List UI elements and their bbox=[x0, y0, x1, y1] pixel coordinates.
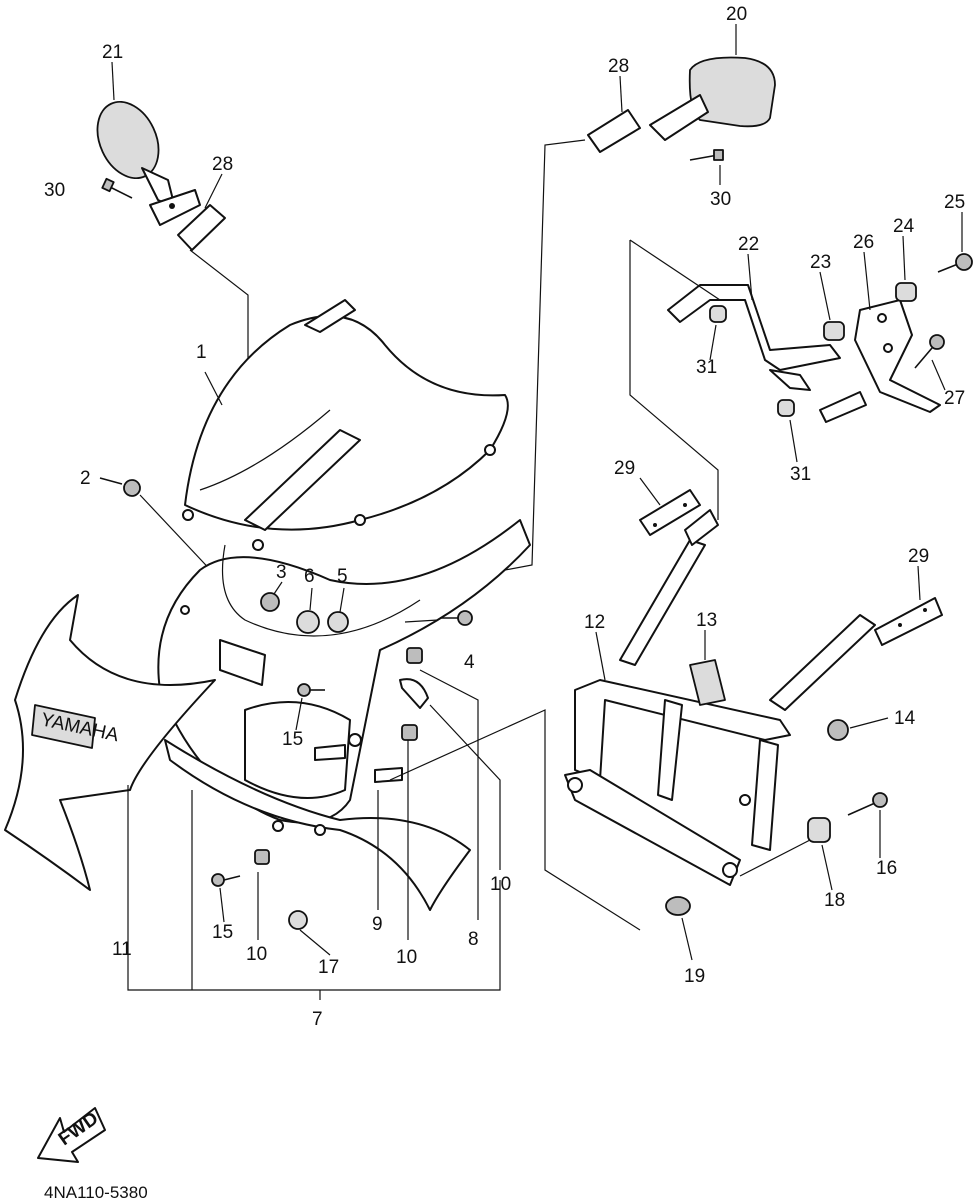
right-mirror bbox=[649, 56, 776, 141]
screw-3 bbox=[260, 592, 280, 612]
callout-leaders bbox=[111, 24, 963, 961]
callout-27: 27 bbox=[944, 388, 965, 409]
callout-20: 20 bbox=[726, 4, 747, 25]
bracket-13 bbox=[689, 659, 726, 706]
mirror-stay-22 bbox=[667, 284, 841, 391]
screw-2 bbox=[99, 477, 219, 579]
bolt-19 bbox=[665, 896, 691, 916]
upper-cowling bbox=[157, 519, 531, 824]
callout-labels: 20 21 28 28 30 30 1 2 3 6 5 4 22 23 26 2… bbox=[44, 4, 965, 1030]
callout-13: 13 bbox=[696, 610, 717, 631]
callout-26: 26 bbox=[853, 232, 874, 253]
right-mirror-gasket bbox=[587, 109, 641, 153]
callout-16: 16 bbox=[876, 858, 897, 879]
callout-10-right: 10 bbox=[490, 874, 511, 895]
callout-23: 23 bbox=[810, 252, 831, 273]
callout-5: 5 bbox=[337, 566, 348, 587]
lower-cowl-inner bbox=[164, 739, 471, 911]
callout-19: 19 bbox=[684, 966, 705, 987]
left-mirror-bolt bbox=[101, 177, 133, 199]
windshield bbox=[182, 299, 509, 551]
leader-lines-7 bbox=[127, 669, 641, 1000]
callout-10-middle: 10 bbox=[396, 947, 417, 968]
callout-31-lower: 31 bbox=[790, 464, 811, 485]
damper-31-left bbox=[709, 305, 727, 323]
callout-28-right: 28 bbox=[608, 56, 629, 77]
clip-10-middle bbox=[401, 724, 418, 741]
damper-9 bbox=[314, 744, 403, 783]
left-mirror bbox=[96, 100, 201, 226]
bolt-25 bbox=[937, 253, 973, 273]
bolt-27 bbox=[914, 334, 945, 369]
bracket-26 bbox=[854, 299, 941, 413]
callout-30-right: 30 bbox=[710, 189, 731, 210]
callout-15-lower: 15 bbox=[212, 922, 233, 943]
damper-29-upper bbox=[639, 489, 701, 536]
cowling-stay bbox=[564, 509, 876, 886]
callout-31-upper: 31 bbox=[696, 357, 717, 378]
callout-29-right: 29 bbox=[908, 546, 929, 567]
damper-31-lower bbox=[777, 391, 867, 423]
callout-9: 9 bbox=[372, 914, 383, 935]
fwd-arrow-icon: FWD bbox=[37, 1107, 106, 1163]
callout-1: 1 bbox=[196, 342, 207, 363]
callout-29-upper: 29 bbox=[614, 458, 635, 479]
collar-18 bbox=[807, 817, 831, 843]
callout-14: 14 bbox=[894, 708, 916, 729]
callout-21: 21 bbox=[102, 42, 123, 63]
nut-5 bbox=[327, 611, 349, 633]
callout-17: 17 bbox=[318, 957, 339, 978]
callout-8: 8 bbox=[468, 929, 479, 950]
callout-10-lower: 10 bbox=[246, 944, 267, 965]
screw-15-lower bbox=[211, 873, 241, 887]
bolt-16 bbox=[847, 792, 888, 816]
screw-15-upper bbox=[297, 683, 325, 697]
clip-10-upper bbox=[406, 647, 423, 664]
collar-23 bbox=[823, 321, 845, 341]
callout-22: 22 bbox=[738, 234, 759, 255]
callout-7: 7 bbox=[312, 1009, 323, 1030]
collar-24 bbox=[895, 282, 917, 302]
clip-10-lower bbox=[254, 849, 270, 865]
side-cowl: YAMAHA bbox=[4, 594, 216, 891]
callout-3: 3 bbox=[276, 562, 287, 583]
callout-6: 6 bbox=[304, 566, 315, 587]
callout-24: 24 bbox=[893, 216, 915, 237]
nut-14 bbox=[827, 719, 849, 741]
damper-29-right bbox=[874, 597, 943, 646]
callout-11: 11 bbox=[112, 939, 132, 960]
callout-4: 4 bbox=[464, 652, 475, 673]
drawing-code: 4NA110-5380 bbox=[44, 1183, 148, 1202]
callout-25: 25 bbox=[944, 192, 965, 213]
left-mirror-gasket bbox=[177, 204, 226, 251]
callout-12: 12 bbox=[584, 612, 605, 633]
callout-2: 2 bbox=[80, 468, 91, 489]
callout-18: 18 bbox=[824, 890, 845, 911]
right-mirror-bolt bbox=[689, 149, 724, 161]
bolt-4 bbox=[404, 610, 473, 626]
nut-6 bbox=[296, 610, 320, 634]
callout-15-upper: 15 bbox=[282, 729, 303, 750]
callout-28-left: 28 bbox=[212, 154, 233, 175]
grommet-17 bbox=[288, 910, 308, 930]
callout-30-left: 30 bbox=[44, 180, 65, 201]
cover-8 bbox=[399, 678, 429, 709]
